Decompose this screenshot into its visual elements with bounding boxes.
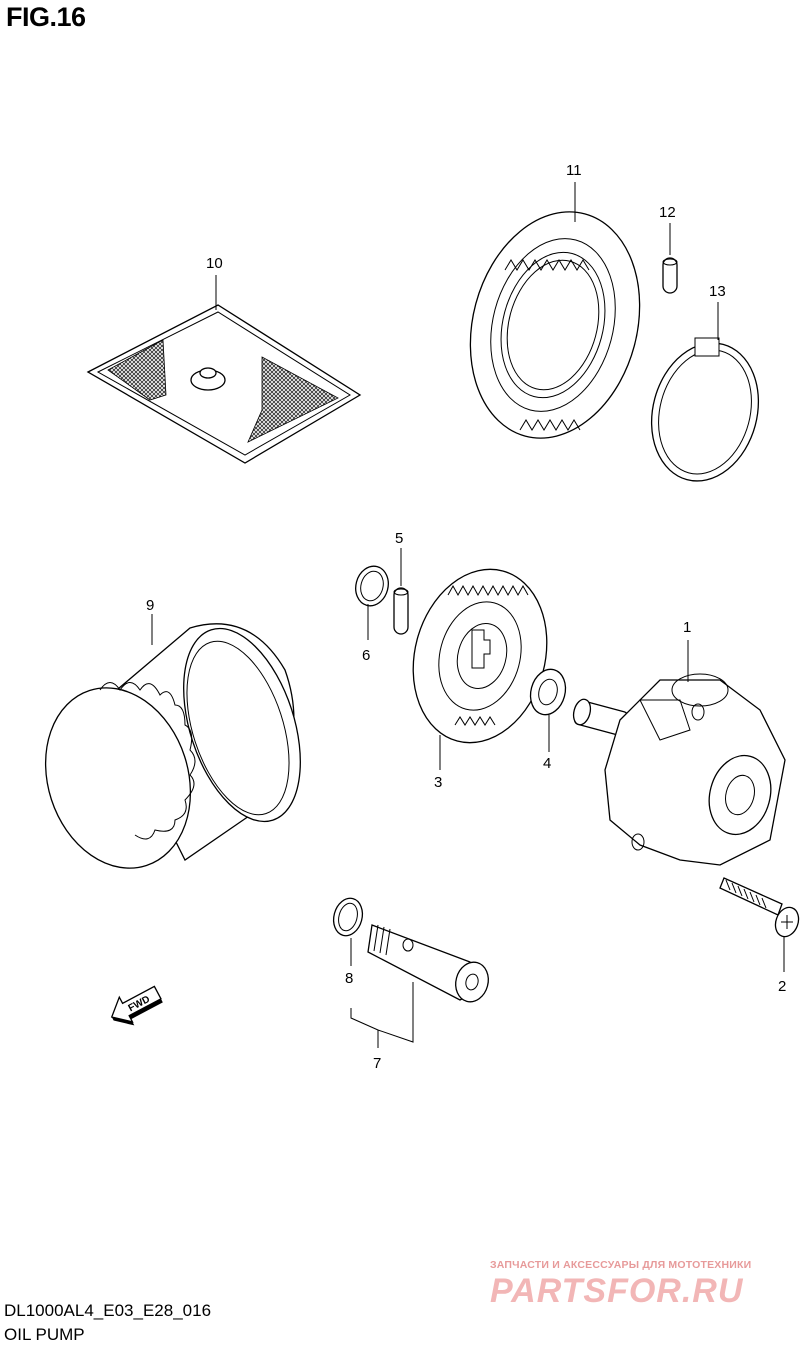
callout-10: 10	[206, 255, 223, 272]
part-13-circlip	[650, 337, 760, 482]
callout-8: 8	[345, 970, 353, 987]
part-1-oil-pump	[572, 673, 786, 866]
callout-4: 4	[543, 755, 551, 772]
callout-12: 12	[659, 204, 676, 221]
watermark-tagline: ЗАПЧАСТИ И АКСЕССУАРЫ ДЛЯ МОТОТЕХНИКИ	[490, 1259, 752, 1271]
part-2-screw	[719, 877, 800, 938]
callout-11: 11	[566, 162, 582, 179]
callout-5: 5	[395, 530, 403, 547]
fwd-arrow-icon: FWD	[110, 985, 163, 1026]
callout-3: 3	[434, 774, 442, 791]
part-5-pin	[393, 587, 409, 635]
callout-13: 13	[709, 283, 726, 300]
callout-1: 1	[683, 619, 691, 636]
figure-title: FIG.16	[6, 2, 86, 32]
part-8-o-ring	[332, 897, 364, 937]
part-3-pump-gear	[412, 568, 548, 744]
callout-9: 9	[146, 597, 154, 614]
part-9-oil-filter	[44, 623, 301, 869]
part-6-circlip	[355, 565, 389, 607]
part-4-washer	[529, 668, 567, 716]
callout-6: 6	[362, 647, 370, 664]
part-11-driven-gear	[469, 211, 641, 439]
callout-7: 7	[373, 1055, 381, 1072]
callout-2: 2	[778, 978, 786, 995]
part-7-relief-valve	[367, 924, 489, 1003]
part-12-pin	[662, 257, 678, 294]
model-name: OIL PUMP	[4, 1325, 85, 1344]
model-code: DL1000AL4_E03_E28_016	[4, 1301, 212, 1320]
watermark-logo: PARTSFOR.RU	[490, 1272, 744, 1310]
part-10-oil-strainer	[86, 304, 362, 464]
